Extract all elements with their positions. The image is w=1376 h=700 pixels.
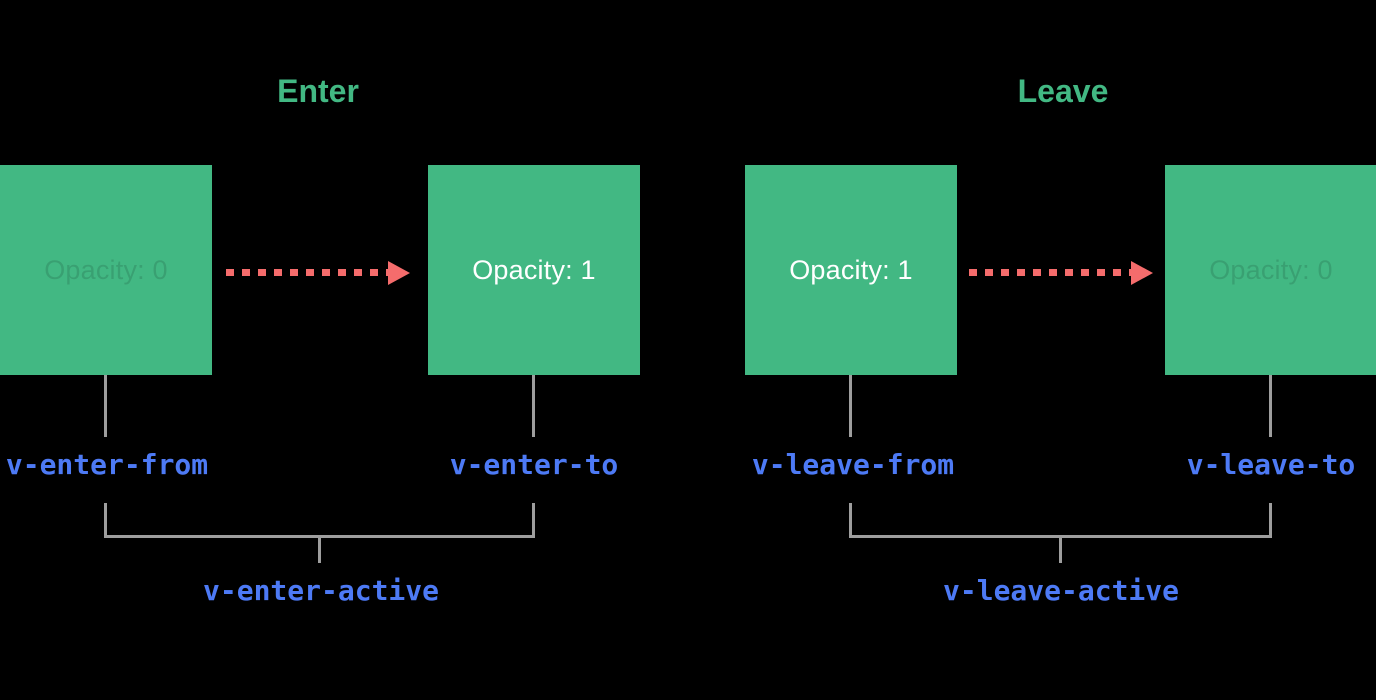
- enter-bracket-stem-line: [318, 538, 321, 563]
- leave-bracket-left-line: [849, 503, 852, 538]
- leave-active-class-label: v-leave-active: [942, 574, 1180, 607]
- leave-to-class-label: v-leave-to: [1186, 448, 1356, 481]
- enter-from-box-label: Opacity: 0: [44, 254, 168, 285]
- enter-bracket-left-line: [104, 503, 107, 538]
- leave-from-connector-line: [849, 375, 852, 437]
- enter-to-class-label: v-enter-to: [449, 448, 619, 481]
- enter-to-connector-line: [532, 375, 535, 437]
- enter-from-class-label: v-enter-from: [5, 448, 209, 481]
- enter-bracket-bottom-line: [104, 535, 535, 538]
- leave-section-title: Leave: [1017, 73, 1109, 109]
- leave-from-box: Opacity: 1: [745, 165, 957, 375]
- leave-bracket-right-line: [1269, 503, 1272, 538]
- enter-bracket-right-line: [532, 503, 535, 538]
- enter-from-connector-line: [104, 375, 107, 437]
- enter-section-title: Enter: [277, 73, 359, 109]
- leave-from-class-label: v-leave-from: [751, 448, 955, 481]
- leave-to-connector-line: [1269, 375, 1272, 437]
- leave-bracket-bottom-line: [849, 535, 1272, 538]
- enter-arrow-head-icon: [388, 261, 410, 285]
- enter-to-box-label: Opacity: 1: [472, 254, 596, 285]
- enter-from-box: Opacity: 0: [0, 165, 212, 375]
- leave-to-box-label: Opacity: 0: [1209, 254, 1333, 285]
- enter-active-class-label: v-enter-active: [202, 574, 440, 607]
- leave-bracket-stem-line: [1059, 538, 1062, 563]
- enter-to-box: Opacity: 1: [428, 165, 640, 375]
- leave-dashed-arrow-line-icon: [969, 269, 1132, 276]
- leave-from-box-label: Opacity: 1: [789, 254, 913, 285]
- leave-arrow-head-icon: [1131, 261, 1153, 285]
- enter-dashed-arrow-line-icon: [226, 269, 389, 276]
- leave-to-box: Opacity: 0: [1165, 165, 1376, 375]
